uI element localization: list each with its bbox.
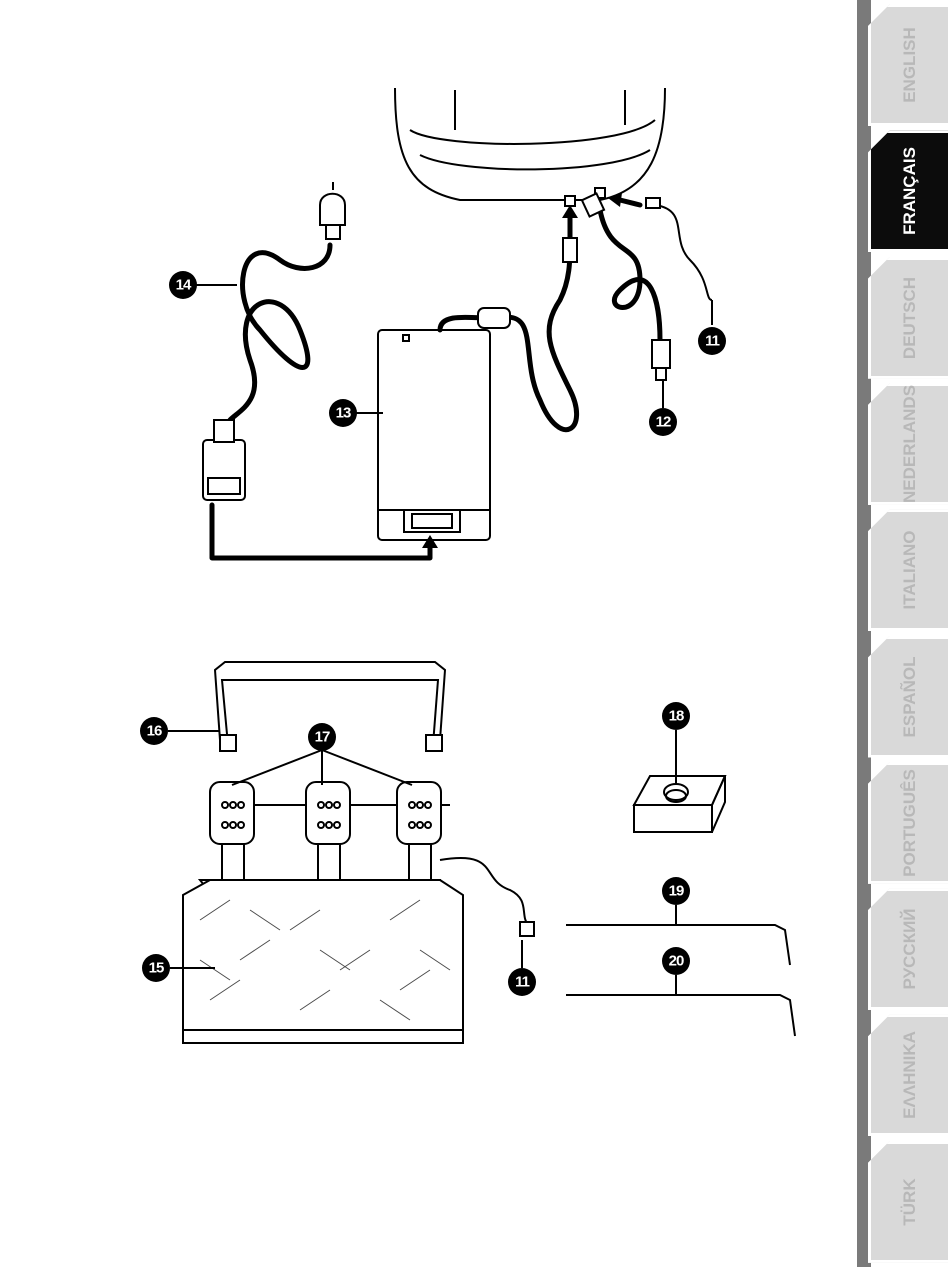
svg-text:11: 11 bbox=[705, 333, 720, 350]
svg-text:13: 13 bbox=[336, 405, 351, 422]
language-tab-6[interactable]: PORTUGUÊS bbox=[868, 761, 948, 884]
callout-20: 20 bbox=[662, 947, 690, 975]
callout-18: 18 bbox=[662, 702, 690, 730]
language-tab-7[interactable]: РУССКИЙ bbox=[868, 888, 948, 1011]
language-tab-label: FRANÇAIS bbox=[899, 147, 919, 236]
tab-strip bbox=[857, 0, 871, 1267]
language-tab-label: ESPAÑOL bbox=[899, 656, 919, 737]
language-tab-1[interactable]: FRANÇAIS bbox=[868, 130, 948, 253]
svg-text:18: 18 bbox=[669, 708, 684, 725]
language-tab-label: TÜRK bbox=[899, 1178, 919, 1226]
language-tab-label: ΕΛΛΗΝΙΚΑ bbox=[899, 1031, 919, 1120]
language-tab-label: РУССКИЙ bbox=[899, 908, 919, 990]
language-tab-8[interactable]: ΕΛΛΗΝΙΚΑ bbox=[868, 1014, 948, 1137]
svg-text:17: 17 bbox=[315, 729, 330, 746]
callout-16: 16 bbox=[140, 717, 168, 745]
language-tab-label: ENGLISH bbox=[899, 27, 919, 103]
pedal-base-plate bbox=[182, 879, 464, 1031]
setup-illustration: 11 12 13 14 16 17 15 11 18 19 20 bbox=[140, 87, 796, 1044]
callout-19: 19 bbox=[662, 877, 690, 905]
language-tab-9[interactable]: TÜRK bbox=[868, 1140, 948, 1263]
pedal-set bbox=[182, 661, 535, 1044]
language-tab-4[interactable]: ITALIANO bbox=[868, 509, 948, 632]
power-adapter bbox=[377, 329, 491, 541]
callout-13: 13 bbox=[329, 399, 357, 427]
svg-text:12: 12 bbox=[656, 414, 671, 431]
svg-text:16: 16 bbox=[147, 723, 162, 740]
callout-11-pedals: 11 bbox=[508, 968, 536, 996]
language-tab-2[interactable]: DEUTSCH bbox=[868, 256, 948, 379]
language-tab-label: ITALIANO bbox=[899, 530, 919, 610]
callout-12: 12 bbox=[649, 408, 677, 436]
callout-17: 17 bbox=[308, 723, 336, 751]
language-tab-label: DEUTSCH bbox=[899, 276, 919, 359]
svg-text:14: 14 bbox=[176, 277, 192, 294]
callout-15: 15 bbox=[142, 954, 170, 982]
language-tab-label: PORTUGUÊS bbox=[899, 768, 919, 877]
callout-11: 11 bbox=[698, 327, 726, 355]
svg-text:20: 20 bbox=[669, 953, 684, 970]
language-tab-0[interactable]: ENGLISH bbox=[868, 4, 948, 126]
svg-text:19: 19 bbox=[669, 883, 684, 900]
language-tab-label: NEDERLANDS bbox=[899, 384, 919, 503]
svg-text:11: 11 bbox=[515, 974, 530, 991]
svg-text:15: 15 bbox=[149, 960, 164, 977]
language-tab-3[interactable]: NEDERLANDS bbox=[868, 382, 948, 505]
callout-14: 14 bbox=[169, 271, 197, 299]
language-tab-5[interactable]: ESPAÑOL bbox=[868, 635, 948, 758]
wheel-base bbox=[394, 87, 666, 207]
